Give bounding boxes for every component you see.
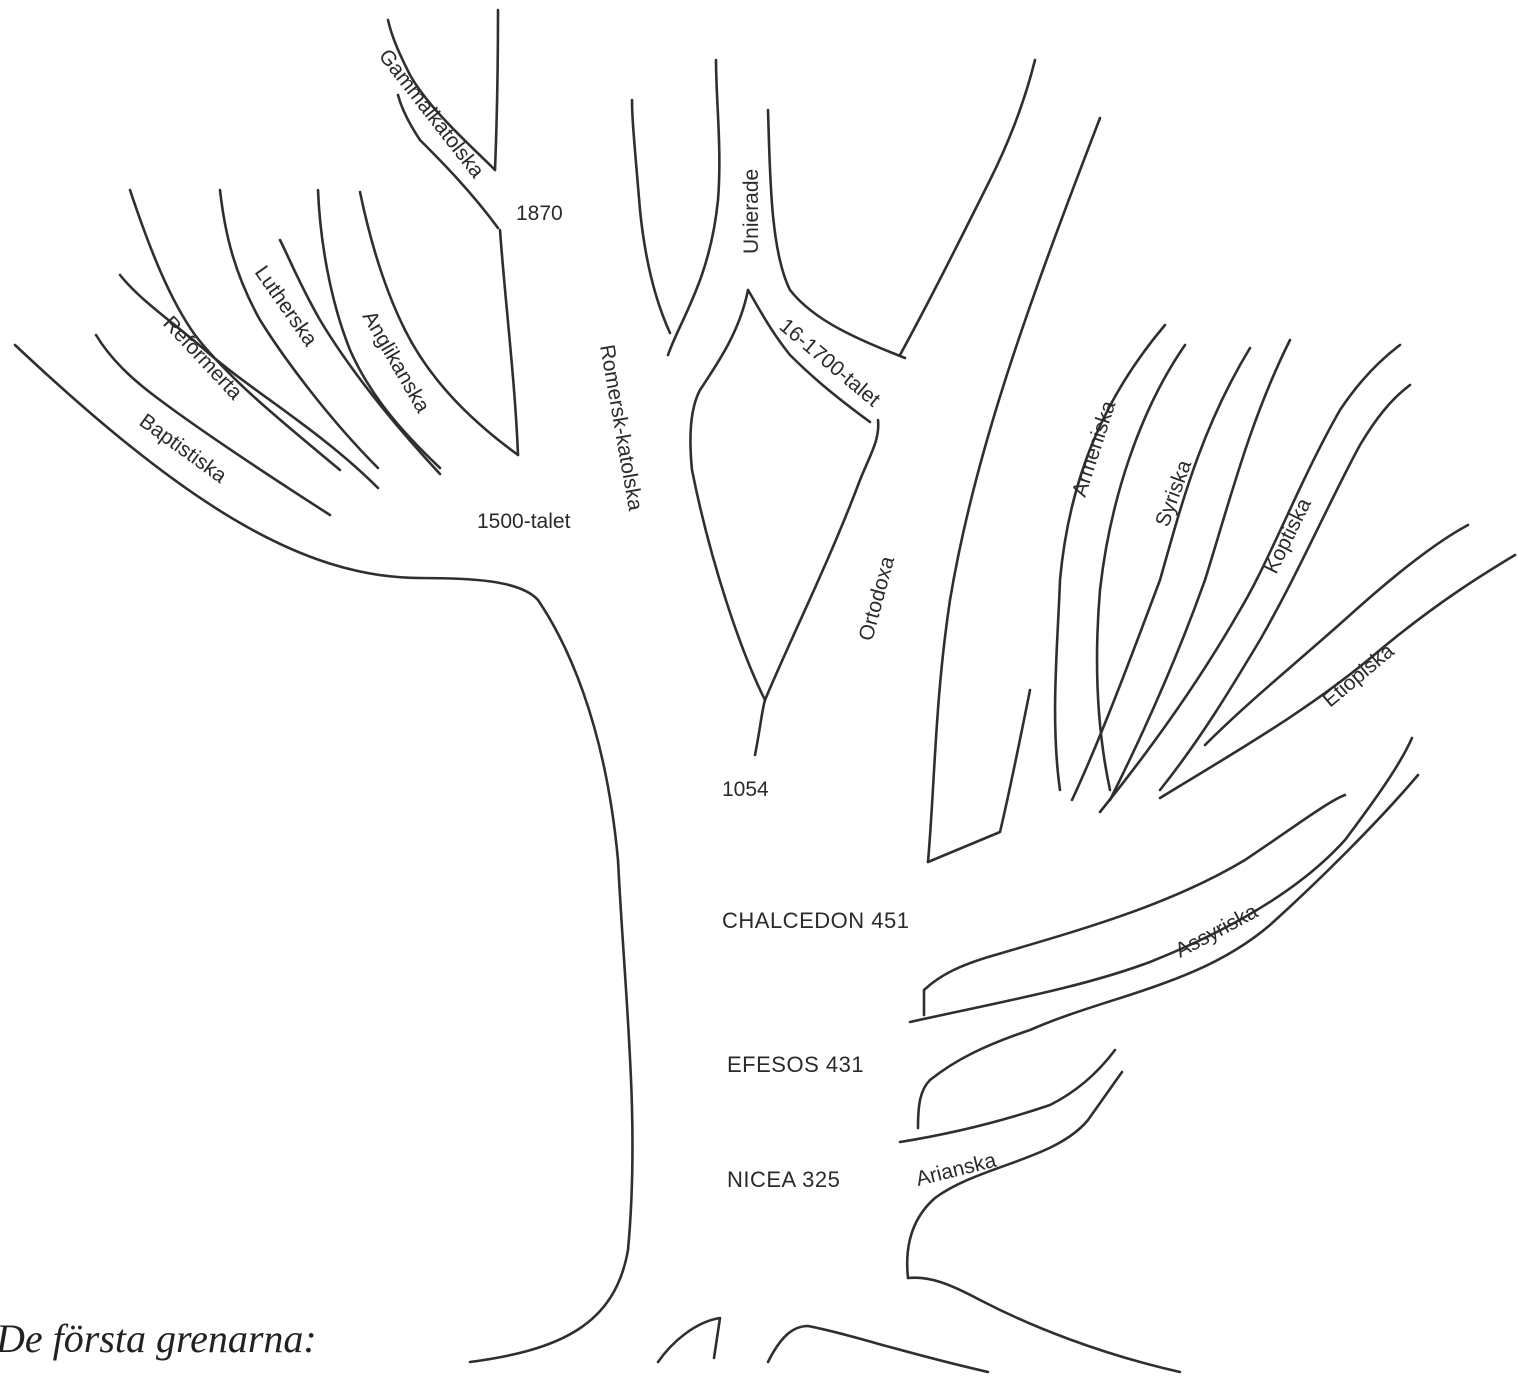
syrian-label: Syriska (1151, 457, 1196, 530)
caption: De första grenarna: (0, 1316, 317, 1361)
assyrian-upper-edge (910, 738, 1412, 1022)
root-left (658, 1318, 720, 1362)
reformed-label: Reformerta (158, 312, 247, 405)
orthodox-label: Ortodoxa (855, 554, 900, 644)
old-catholic-label: Gammalkatolska (374, 45, 489, 183)
assyrian-label: Assyriska (1172, 900, 1262, 963)
baptist-label: Baptistiska (135, 409, 231, 487)
labels: NICEA 325 EFESOS 431 CHALCEDON 451 1054 … (0, 45, 1399, 1361)
orthodox-upper-right (900, 60, 1035, 355)
catholic-main-edge (495, 10, 498, 170)
arian-upper-edge (900, 1050, 1115, 1142)
coptic-right-edge (1160, 385, 1410, 790)
syrian-right-edge (1110, 340, 1290, 800)
schism (632, 60, 905, 755)
nicea-label: NICEA 325 (727, 1167, 840, 1192)
branch-orthodox (900, 60, 1100, 862)
uniate-label: Unierade (740, 169, 763, 254)
branch-arian (900, 1050, 1115, 1142)
trunk (15, 345, 1180, 1372)
reformed-lower-edge (120, 275, 378, 488)
orthodox-inner-edge (765, 420, 878, 700)
schism-year-label: 1054 (722, 778, 769, 801)
catholic-trunk-edge (500, 230, 518, 455)
western-branches (96, 190, 518, 515)
armenian-label: Armeniska (1068, 398, 1121, 500)
ethiopian-label: Etiopiska (1318, 639, 1398, 712)
catholic-outer-edge (632, 100, 670, 333)
ethiopian-lower-edge (1160, 555, 1515, 798)
efesos-label: EFESOS 431 (727, 1052, 864, 1077)
assyrian-stub (918, 1080, 930, 1128)
branch-ethiopian (1160, 525, 1515, 798)
roman-catholic-label: Romersk-katolska (595, 343, 647, 513)
old-catholic-year-label: 1870 (516, 202, 563, 225)
reformation-label: 1500-talet (477, 510, 571, 533)
ethiopian-upper-edge (1205, 525, 1468, 745)
coptic-label: Koptiska (1260, 494, 1316, 577)
uniate-left-edge (668, 60, 719, 355)
schism-stem (755, 700, 765, 755)
catholic-inner-edge (690, 290, 765, 700)
root-middle (768, 1326, 988, 1372)
orthodox-right-edge (928, 690, 1030, 862)
root-right (908, 1278, 1180, 1372)
assyrian-stub-2 (924, 795, 1345, 1015)
trunk-left-edge (15, 345, 633, 1362)
uniate-year-label: 16-1700-talet (775, 314, 885, 411)
chalcedon-label: CHALCEDON 451 (722, 908, 909, 933)
